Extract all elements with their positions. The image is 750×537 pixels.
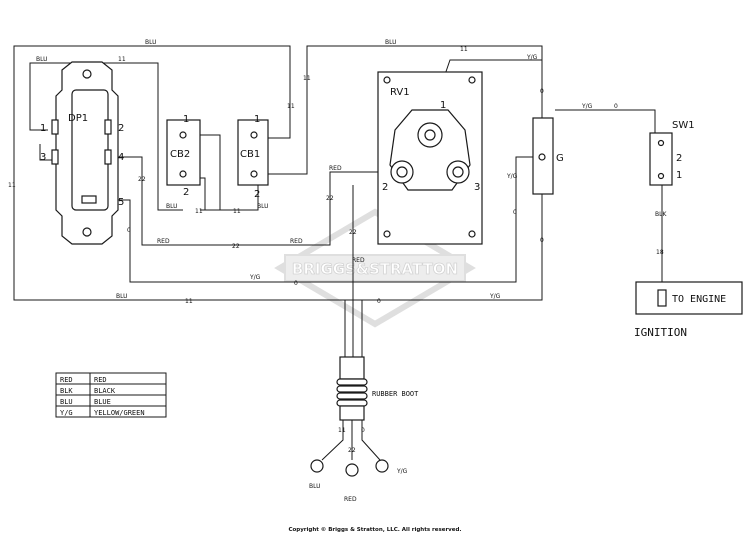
dp1-pin-5: 5 [118,197,124,208]
wire-label: BLU [145,39,157,46]
wire-label: RED [329,165,342,172]
engine-label: TO ENGINE [672,294,726,305]
sw1-pin-1: 1 [676,170,682,181]
wire-label: 0 [377,298,381,305]
wire-label: Y/G [506,173,518,180]
wire-label: RED [157,238,170,245]
rubber-boot: RUBBER BOOT [336,356,419,421]
legend-meaning-blu: BLUE [94,398,111,406]
wire-label: 0 [127,227,131,234]
legend-code-blk: BLK [60,387,73,395]
cb1-name: CB1 [240,149,260,160]
sw1-name: SW1 [672,120,695,131]
rv1-pin-2: 2 [382,182,388,193]
wire-label: 22 [232,243,240,250]
wire-label: 11 [195,208,203,215]
wire-label: BLU [116,293,128,300]
cb2-breaker: CB2 1 2 [166,114,201,198]
dp1-pin-3: 3 [40,152,46,163]
wire-label: BLU [36,56,48,63]
wire-label: 0 [361,427,365,434]
legend-meaning-red: RED [94,376,107,384]
color-legend: RED RED BLK BLACK BLU BLUE Y/G YELLOW/GR… [55,372,167,418]
sw1-switch: SW1 2 1 [649,120,695,186]
wire-label: 11 [287,103,295,110]
rv1-pin-3: 3 [474,182,480,193]
wire-label: Y/G [396,468,408,475]
terminal-blu [310,459,324,473]
wire-label: 18 [656,249,664,256]
wire-label: 0 [294,280,298,287]
cb1-pin-1: 1 [254,114,260,125]
wire-label: Y/G [249,274,261,281]
dp1-receptacle: DP1 1 2 3 4 5 [40,61,124,245]
wire-label: RED [290,238,303,245]
wire-label: 22 [349,229,357,236]
cb2-name: CB2 [170,149,190,160]
wire-label: 11 [303,75,311,82]
sw1-pin-2: 2 [676,153,682,164]
legend-code-yg: Y/G [60,409,73,417]
ground-name: G [556,153,564,164]
watermark-text: BRIGGS&STRATTON [292,260,458,278]
cb2-pin-2: 2 [183,187,189,198]
wire-label: 0 [614,103,618,110]
wire-label: BLU [385,39,397,46]
cb1-pin-2: 2 [254,189,260,200]
wire-label: 0 [540,237,544,244]
wire-label: 0 [513,209,517,216]
wire-label: 11 [233,208,241,215]
watermark-logo: BRIGGS&STRATTON [274,208,476,328]
cb1-breaker: CB1 1 2 [237,114,269,200]
wire-label: BLU [309,483,321,490]
wire-label: RED [344,496,357,503]
wire-label: 11 [460,46,468,53]
legend-code-red: RED [60,376,73,384]
wire-label: 11 [8,182,16,189]
dp1-name: DP1 [68,113,88,124]
dp1-pin-2: 2 [118,123,124,134]
legend-meaning-yg: YELLOW/GREEN [94,409,145,417]
wire-label: BLU [166,203,178,210]
rv1-receptacle: RV1 1 2 3 [377,71,483,245]
dp1-pin-1: 1 [40,123,46,134]
wire-label: 11 [338,427,346,434]
wire-label: 11 [185,298,193,305]
terminal-red [345,463,359,477]
wire-label: Y/G [581,103,593,110]
wire-label: Y/G [489,293,501,300]
wire-labels: BLU BLU 11 11 BLU 11 Y/G 0 11 11 Y/G 0 B… [8,39,667,503]
wire-label: 22 [348,447,356,454]
legend-code-blu: BLU [60,398,73,406]
ground-block: G [532,117,564,195]
wire-label: BLU [257,203,269,210]
rv1-name: RV1 [390,87,410,98]
wire-label: BLK [655,211,667,218]
boot-label: RUBBER BOOT [372,390,419,398]
dp1-pin-4: 4 [118,152,124,163]
wire-label: 22 [326,195,334,202]
wire-label: RED [352,257,365,264]
wire-label: Y/G [526,54,538,61]
ring-terminals [310,459,389,477]
engine-caption: IGNITION [634,326,687,339]
cb2-pin-1: 1 [183,114,189,125]
terminal-yg [375,459,389,473]
wire-label: 22 [138,176,146,183]
engine-connector: TO ENGINE IGNITION [634,281,743,339]
wire-label: 11 [118,56,126,63]
legend-meaning-blk: BLACK [94,387,116,395]
wire-label: 0 [540,88,544,95]
rv1-pin-1: 1 [440,100,446,111]
copyright-notice: Copyright © Briggs & Stratton, LLC. All … [288,527,461,533]
